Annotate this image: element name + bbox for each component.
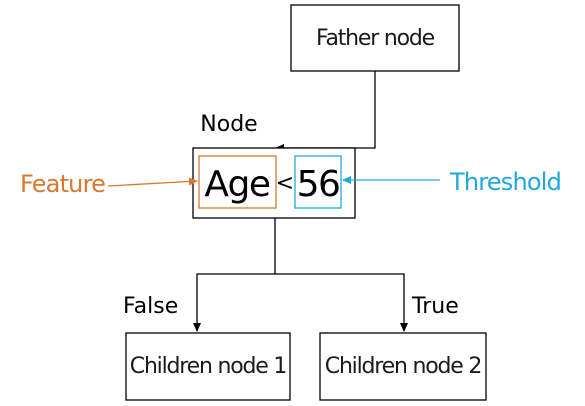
- child-node-2: Children node 2: [319, 332, 487, 401]
- feature-value: Age: [204, 164, 269, 205]
- decision-node: Age < 56: [192, 147, 356, 219]
- threshold-annotation: Threshold: [449, 168, 561, 196]
- feature-box: [198, 155, 277, 209]
- child-node-1: Children node 1: [125, 332, 291, 401]
- operator-symbol: <: [276, 171, 294, 196]
- father-node-label: Father node: [316, 26, 435, 51]
- split-connectors: [193, 218, 408, 332]
- feature-annotation: Feature: [20, 170, 105, 198]
- threshold-box: [294, 155, 342, 209]
- father-node: Father node: [290, 4, 460, 72]
- node-label: Node: [200, 112, 257, 137]
- child-node-1-label: Children node 1: [130, 354, 286, 379]
- true-branch-label: True: [411, 294, 459, 319]
- father-to-node-connector: [275, 71, 376, 152]
- feature-arrow: [107, 177, 198, 187]
- child-node-2-label: Children node 2: [325, 354, 481, 379]
- threshold-value: 56: [297, 164, 340, 205]
- false-branch-label: False: [123, 294, 178, 319]
